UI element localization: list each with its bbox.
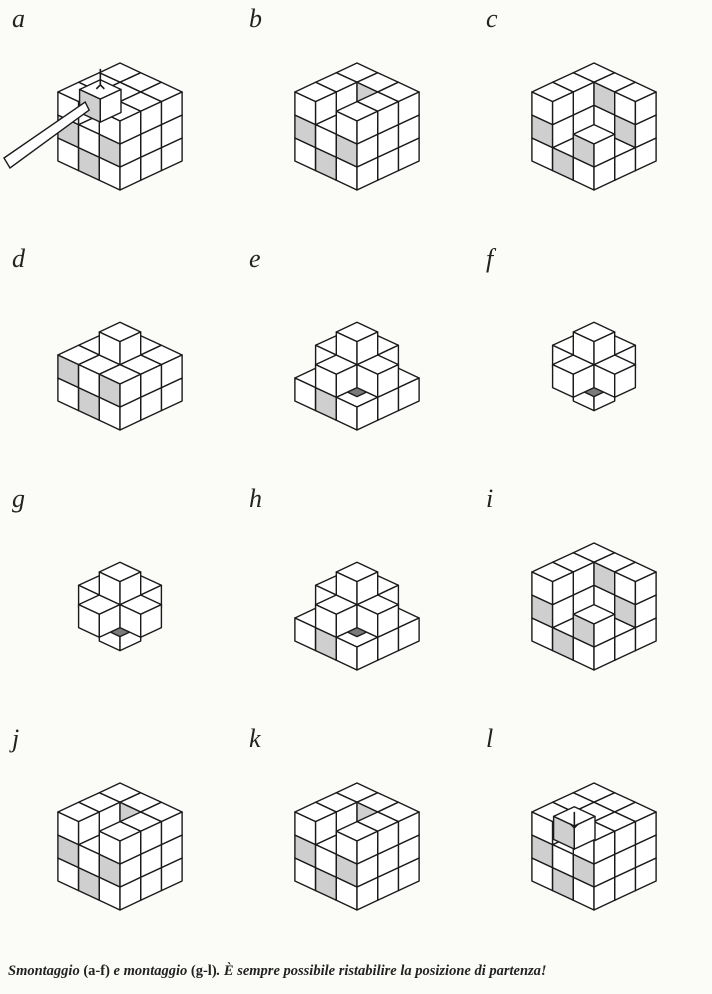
cubie-right-face bbox=[593, 133, 616, 168]
panel-j: j bbox=[0, 720, 237, 960]
cubie-right-face bbox=[119, 331, 142, 366]
caption-part2: e montaggio bbox=[109, 963, 191, 979]
panel-label: l bbox=[486, 724, 494, 753]
cubie-right-face bbox=[356, 636, 379, 671]
cubie-right-face bbox=[376, 603, 400, 639]
panel-label: i bbox=[486, 484, 494, 513]
cubie-right-face bbox=[356, 571, 379, 606]
panel-c: c bbox=[474, 0, 711, 240]
cubie-right-face bbox=[551, 571, 575, 606]
panel-e: e bbox=[237, 240, 474, 480]
panel-label: k bbox=[249, 724, 261, 753]
cube-diagram bbox=[531, 782, 657, 911]
panel-h: h bbox=[237, 480, 474, 720]
cube-diagram bbox=[77, 561, 163, 652]
panel-g: g bbox=[0, 480, 237, 720]
panel-label: h bbox=[249, 484, 262, 513]
cubie-right-face bbox=[77, 811, 101, 846]
cube-diagram bbox=[551, 321, 637, 412]
cubie-right-face bbox=[593, 613, 616, 648]
cubie-right-face bbox=[376, 363, 400, 399]
cubie-right-face bbox=[356, 830, 379, 865]
cubie-right-face bbox=[356, 396, 379, 431]
cubie-right-face bbox=[119, 571, 142, 606]
panel-i: i bbox=[474, 480, 711, 720]
panel-label: c bbox=[486, 4, 498, 33]
panel-label: f bbox=[486, 244, 494, 273]
cubie-right-face bbox=[634, 91, 657, 126]
cubie-right-face bbox=[634, 571, 657, 606]
panel-label: b bbox=[249, 4, 262, 33]
panel-b: b bbox=[237, 0, 474, 240]
panel-label: g bbox=[12, 484, 25, 513]
caption-range-assembly: (g-l) bbox=[190, 963, 217, 979]
cubie-right-face bbox=[314, 811, 338, 846]
arrow-up-icon bbox=[95, 68, 105, 90]
cube-diagram bbox=[294, 62, 420, 191]
cubie-right-face bbox=[119, 110, 142, 145]
panel-l: l bbox=[474, 720, 711, 960]
figure-caption: Smontaggio (a-f) e montaggio (g-l). È se… bbox=[8, 962, 708, 980]
cube-diagram bbox=[294, 561, 420, 671]
panel-label: e bbox=[249, 244, 261, 273]
panel-k: k bbox=[237, 720, 474, 960]
cubie-right-face bbox=[119, 373, 142, 408]
panel-f: f bbox=[474, 240, 711, 480]
panel-label: a bbox=[12, 4, 25, 33]
cubie-right-face bbox=[551, 91, 575, 126]
cube-diagram bbox=[531, 62, 657, 191]
cube-diagram bbox=[294, 782, 420, 911]
cube-diagram bbox=[57, 321, 183, 431]
cubie-right-face bbox=[99, 88, 122, 123]
cubie-right-face bbox=[593, 830, 616, 865]
panel-label: d bbox=[12, 244, 25, 273]
cubie-right-face bbox=[119, 830, 142, 865]
cube-diagram bbox=[294, 321, 420, 431]
cubie-right-face bbox=[314, 91, 338, 126]
cubie-right-face bbox=[356, 331, 379, 366]
caption-part1: Smontaggio bbox=[8, 963, 84, 979]
panel-d: d bbox=[0, 240, 237, 480]
screwdriver-icon bbox=[3, 101, 91, 170]
cubie-right-face bbox=[613, 363, 637, 399]
cube-diagram bbox=[57, 782, 183, 911]
cubie-right-face bbox=[593, 331, 616, 366]
cubie-right-face bbox=[139, 603, 163, 639]
cubie-right-face bbox=[356, 110, 379, 145]
arrow-down-icon bbox=[569, 811, 579, 829]
panel-label: j bbox=[12, 724, 20, 753]
panel-a: a bbox=[0, 0, 237, 240]
cube-diagram bbox=[531, 542, 657, 671]
caption-part3: . È sempre possibile ristabilire la posi… bbox=[216, 963, 547, 979]
cube-diagram bbox=[3, 62, 183, 191]
caption-range-disassembly: (a-f) bbox=[83, 963, 110, 979]
